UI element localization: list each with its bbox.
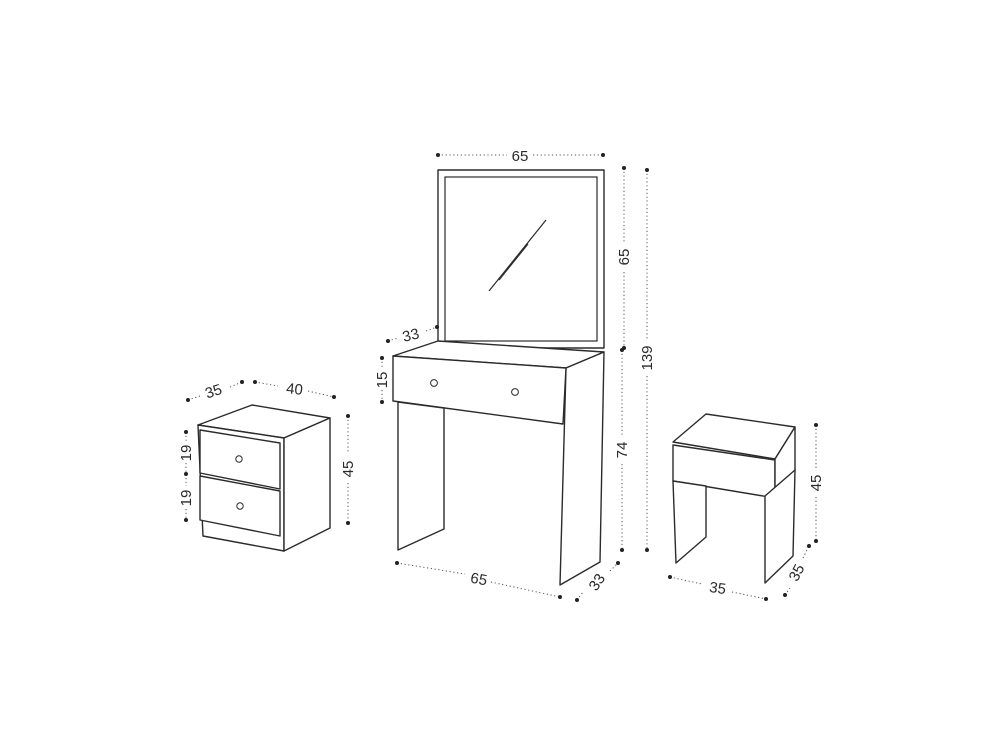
stool-right-leg xyxy=(764,469,796,584)
label-table-depth: 33 xyxy=(586,571,609,594)
dimension-labels: 65 65 139 74 33 15 65 33 35 40 19 19 45 … xyxy=(178,148,825,598)
label-table-height: 74 xyxy=(614,442,631,459)
dressing-table xyxy=(392,169,605,586)
label-stool-height: 45 xyxy=(808,475,825,492)
nightstand-knob-top xyxy=(235,455,243,463)
table-left-leg xyxy=(397,401,445,551)
nightstand xyxy=(197,404,331,552)
label-total-height: 139 xyxy=(639,345,656,370)
label-nightstand-height: 45 xyxy=(340,461,357,478)
label-stool-depth: 35 xyxy=(786,562,809,585)
table-right-side xyxy=(559,351,605,586)
label-table-drawer-height: 15 xyxy=(374,372,391,389)
table-knob-right xyxy=(511,388,519,396)
nightstand-knob-bottom xyxy=(236,502,244,510)
label-table-width: 65 xyxy=(469,570,488,590)
mirror-reflection-line xyxy=(498,243,529,281)
stool xyxy=(672,413,796,584)
label-stool-width: 35 xyxy=(708,579,727,598)
label-table-depth-top: 33 xyxy=(401,325,421,346)
dimension-lines xyxy=(184,153,818,602)
label-nightstand-width: 40 xyxy=(285,380,303,399)
label-mirror-height: 65 xyxy=(616,249,633,266)
mirror-reflection-line xyxy=(488,219,547,292)
nightstand-side xyxy=(283,417,331,552)
table-knob-left xyxy=(430,379,438,387)
mirror-frame xyxy=(437,169,605,349)
label-nightstand-drawer-top: 19 xyxy=(178,445,195,462)
label-nightstand-drawer-bottom: 19 xyxy=(178,490,195,507)
label-nightstand-depth: 35 xyxy=(203,381,224,402)
mirror-glass xyxy=(444,176,598,342)
stool-left-leg xyxy=(672,480,707,564)
table-drawer-front xyxy=(392,355,567,425)
label-mirror-width: 65 xyxy=(512,148,529,165)
